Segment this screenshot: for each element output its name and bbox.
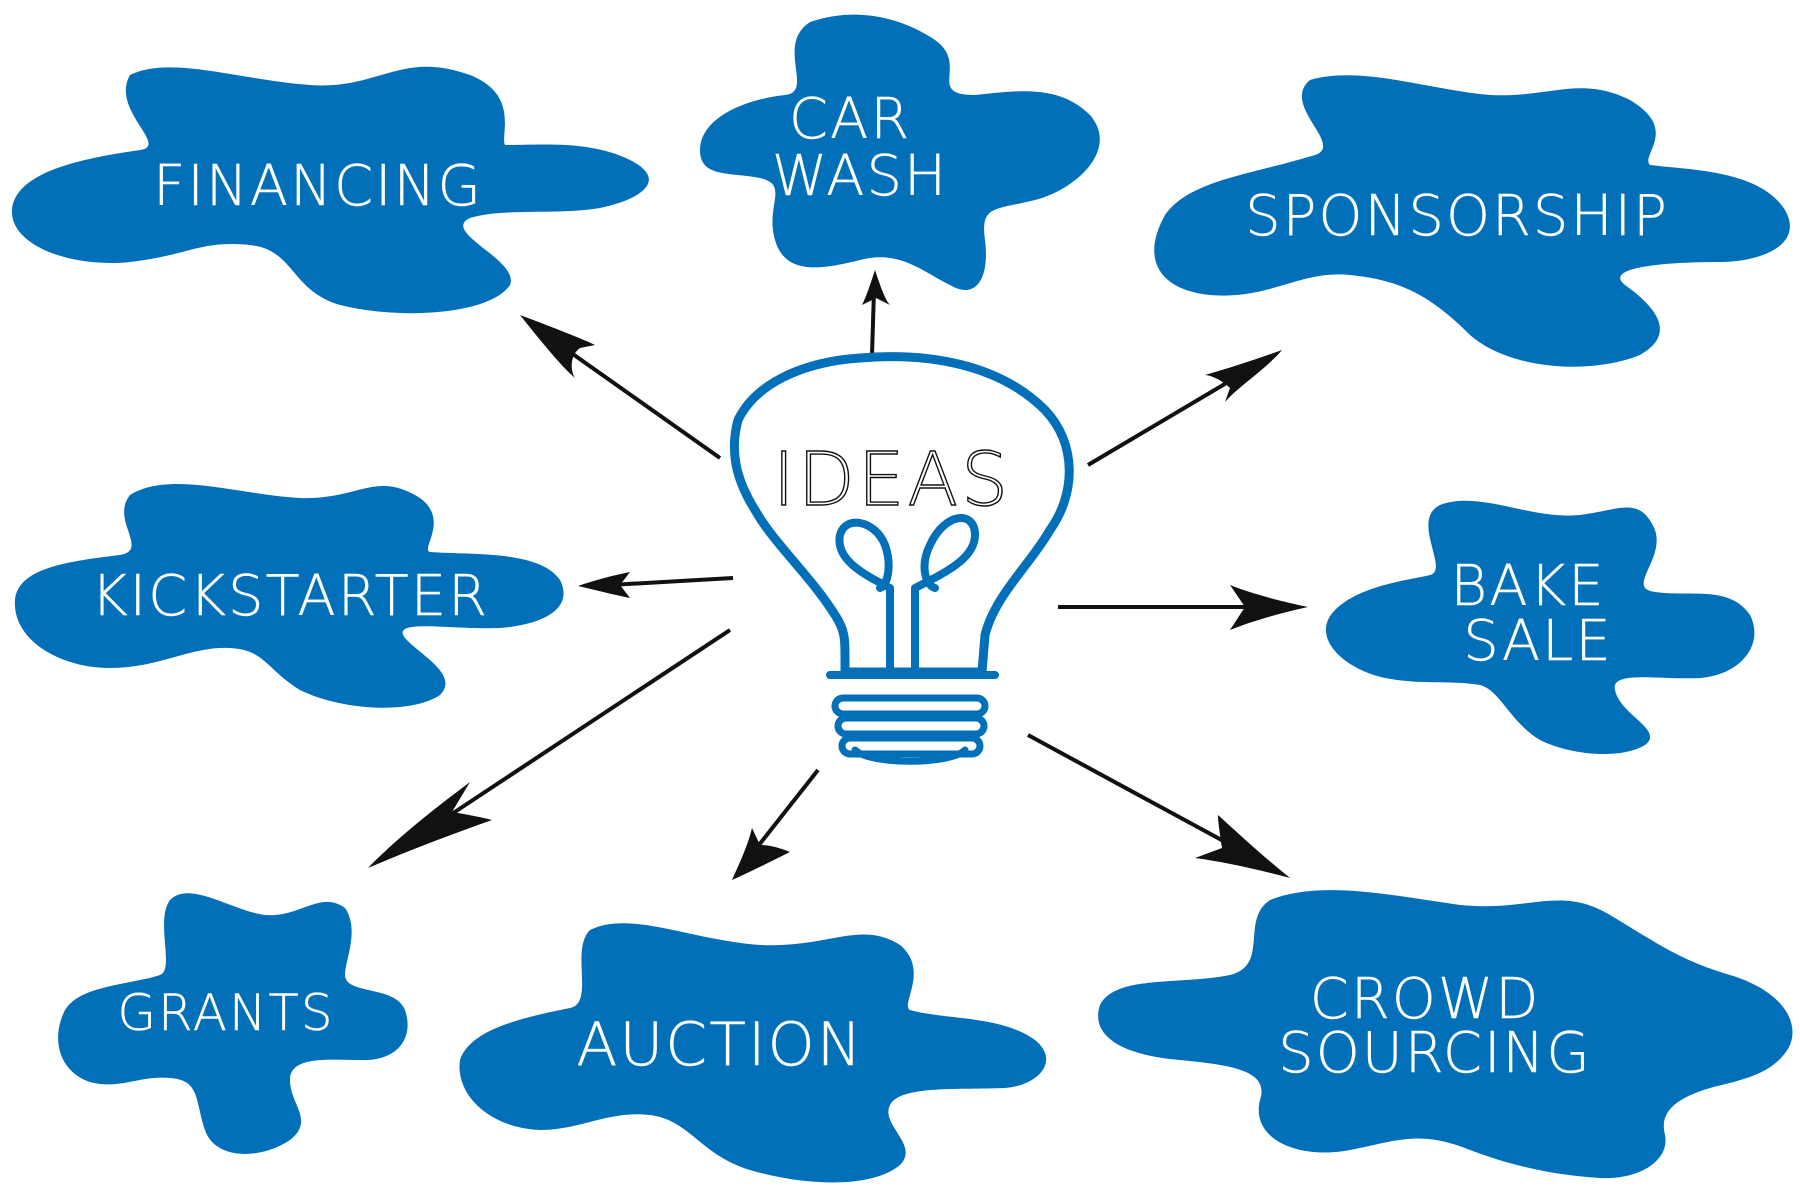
arrow-car-wash (870, 289, 876, 356)
blob-car-wash (700, 14, 1100, 290)
label-financing: FINANCING (153, 154, 483, 219)
label-kickstarter: KICKSTARTER (91, 564, 489, 629)
bulb-base-ring-3 (838, 734, 984, 758)
arrow-auction (753, 768, 820, 852)
blob-grants (58, 893, 408, 1154)
blob-kickstarter (14, 483, 564, 708)
label-car-wash: CAR WASH (772, 87, 948, 209)
arrow-kickstarter (609, 576, 734, 587)
arrow-financing (558, 343, 722, 460)
arrow-sponsorship (1086, 370, 1247, 467)
arrow-head-crowd-sourcing (1195, 815, 1290, 878)
blob-sponsorship (1154, 75, 1790, 367)
center-label: IDEAS (773, 437, 1011, 523)
arrow-head-grants (368, 782, 492, 868)
blob-financing (11, 66, 649, 314)
bulb-base-ring-1 (831, 694, 989, 718)
arrow-head-car-wash (862, 270, 890, 305)
label-grants: GRANTS (117, 984, 334, 1042)
bulb-filament (835, 514, 979, 676)
bulb-cap (851, 746, 969, 765)
label-auction: AUCTION (576, 1010, 863, 1080)
arrow-crowd-sourcing (1027, 733, 1241, 852)
arrow-grants (418, 628, 732, 837)
blob-auction (459, 923, 1047, 1183)
arrow-head-sponsorship (1205, 350, 1282, 402)
blob-bake-sale (1325, 500, 1755, 755)
arrow-head-kickstarter (578, 572, 630, 598)
blob-crowd-sourcing (1098, 890, 1793, 1179)
label-bake-sale: BAKE SALE (1451, 554, 1626, 674)
bulb-base-ring-2 (834, 714, 988, 738)
label-sponsorship: SPONSORSHIP (1245, 184, 1669, 249)
lightbulb-icon: IDEAS (729, 352, 1074, 765)
arrow-head-financing (520, 315, 595, 378)
arrow-head-bake-sale (1230, 585, 1308, 630)
arrow-head-auction (732, 828, 790, 880)
label-crowd-sourcing: CROWD SOURCING (1278, 967, 1592, 1086)
bulb-glass (729, 352, 1074, 677)
